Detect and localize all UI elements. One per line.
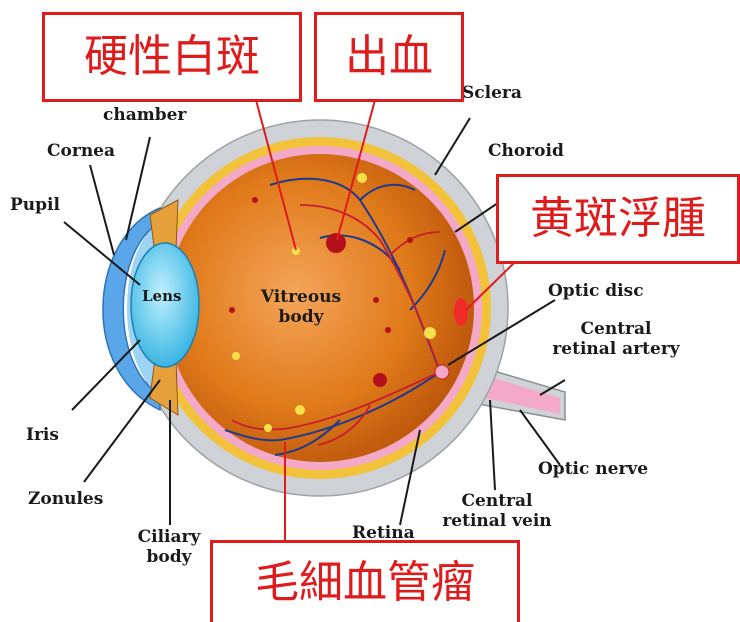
label-iris: Iris — [26, 426, 59, 446]
ciliary-line1: Ciliary — [124, 528, 214, 548]
label-pupil: Pupil — [10, 196, 60, 216]
label-optic-disc: Optic disc — [548, 282, 644, 302]
label-lens: Lens — [142, 288, 181, 305]
crv-line1: Central — [432, 492, 562, 512]
label-chamber: chamber — [103, 106, 186, 126]
cra-line1: Central — [536, 320, 696, 340]
annotation-macular-edema: 黄斑浮腫 — [496, 174, 740, 264]
vitreous-line2: body — [256, 308, 346, 328]
label-choroid: Choroid — [488, 142, 564, 162]
ciliary-line2: body — [124, 548, 214, 568]
label-sclera: Sclera — [462, 84, 522, 104]
cra-line2: retinal artery — [536, 340, 696, 360]
crv-line2: retinal vein — [432, 512, 562, 532]
label-ciliary-body: Ciliary body — [124, 528, 214, 567]
vitreous-line1: Vitreous — [256, 288, 346, 308]
label-optic-nerve: Optic nerve — [538, 460, 648, 480]
label-vitreous-body: Vitreous body — [256, 288, 346, 327]
label-zonules: Zonules — [28, 490, 103, 510]
annotation-hemorrhage: 出血 — [314, 12, 464, 102]
label-cornea: Cornea — [47, 142, 115, 162]
label-central-retinal-vein: Central retinal vein — [432, 492, 562, 531]
macula-spot — [454, 298, 468, 326]
annotation-hard-exudate: 硬性白斑 — [42, 12, 302, 102]
label-central-retinal-artery: Central retinal artery — [536, 320, 696, 359]
annotation-microaneurysm: 毛細血管瘤 — [210, 540, 520, 622]
optic-disc-shape — [435, 365, 449, 379]
